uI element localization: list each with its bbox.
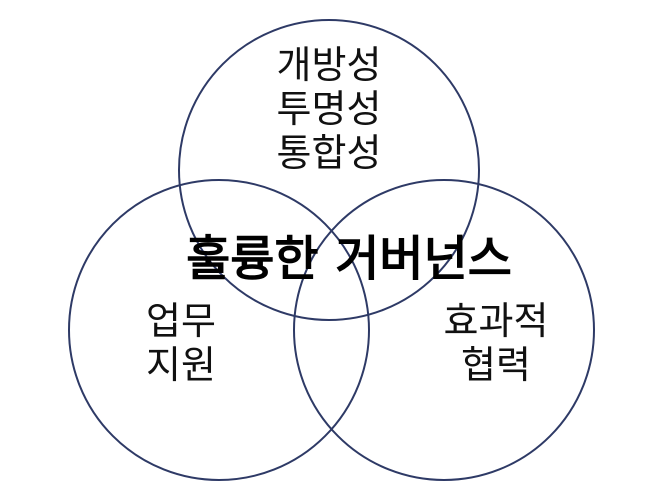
circle-top [178,19,480,321]
left-label-line-1: 업무 [146,299,216,343]
right-label-line-2: 협력 [461,343,531,387]
top-label-line-1: 개방성 [277,43,382,87]
top-label-line-3: 통합성 [277,131,382,175]
right-label-line-1: 효과적 [444,299,549,343]
circle-right [293,179,595,481]
top-label-line-2: 투명성 [277,87,382,131]
center-label: 훌륭한 거버넌스 [186,231,512,287]
circle-left [68,179,370,481]
left-label-line-2: 지원 [146,343,216,387]
